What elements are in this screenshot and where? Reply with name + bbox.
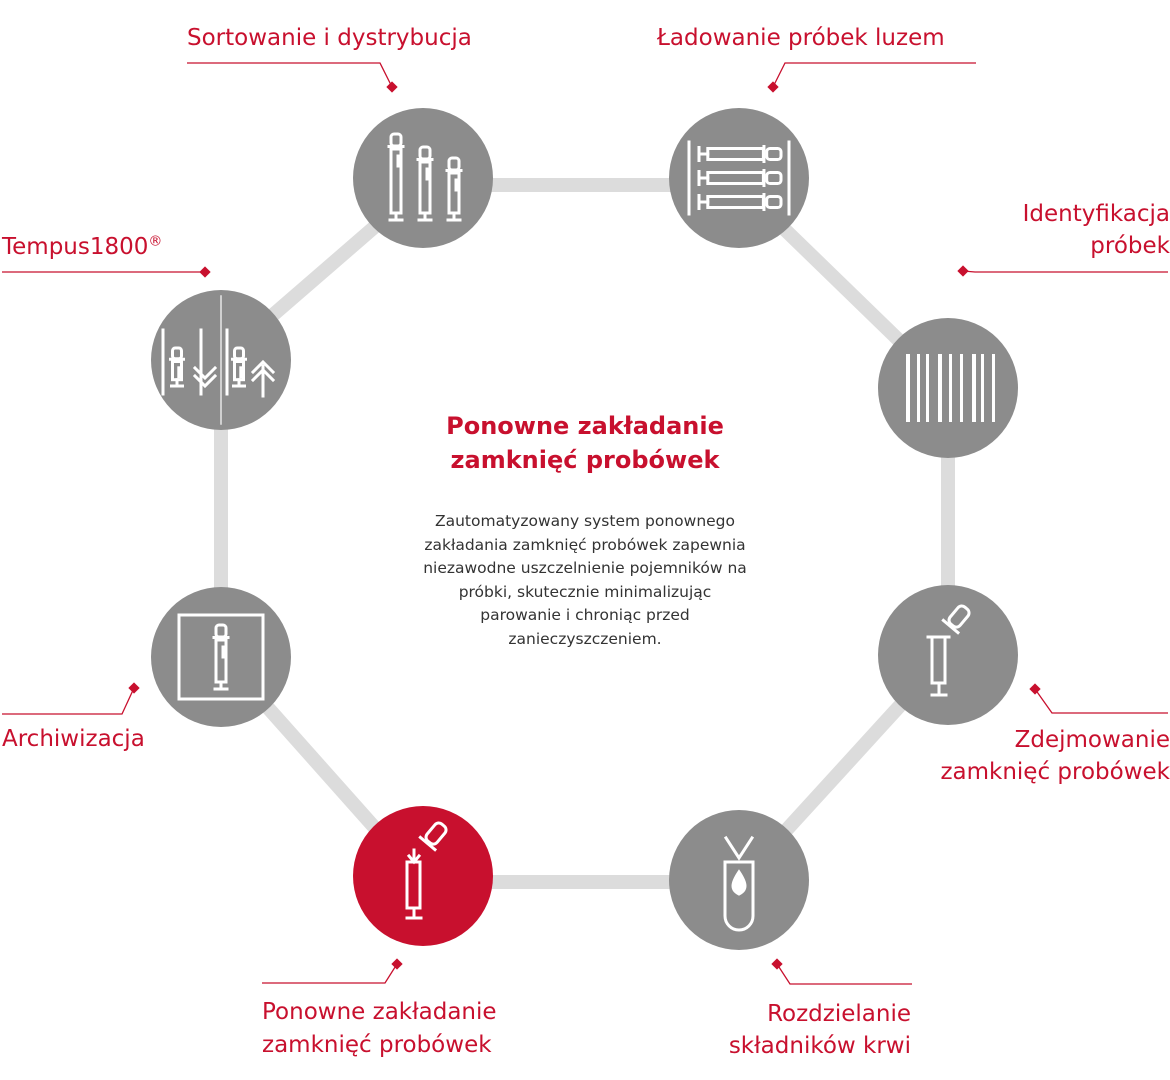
leader-dot-recapping <box>391 958 403 970</box>
label-bulk-loading-text: Ładowanie próbek luzem <box>657 25 945 51</box>
node-tempus[interactable] <box>151 290 291 430</box>
label-sorting-text: Sortowanie i dystrybucja <box>187 25 472 51</box>
node-recapping[interactable] <box>353 806 493 946</box>
node-decapping[interactable] <box>878 585 1018 725</box>
node-circle-identification <box>878 318 1018 458</box>
barcode-icon <box>906 354 995 422</box>
recapping-icon <box>405 821 448 920</box>
label-tempus-name: Tempus1800 <box>2 234 149 260</box>
label-leader-lines <box>2 62 1168 985</box>
leader-line-separation <box>776 963 912 985</box>
bulk-loading-icon <box>687 140 791 216</box>
node-sorting[interactable] <box>353 108 493 248</box>
decapping-icon <box>926 604 971 697</box>
label-identification-line2: próbek <box>1090 233 1170 259</box>
leader-dot-tempus <box>199 266 211 278</box>
leader-dot-identification <box>957 265 969 277</box>
node-separation[interactable] <box>669 810 809 950</box>
workflow-nodes <box>151 108 1018 950</box>
label-archiving-text: Archiwizacja <box>2 726 145 752</box>
leader-dot-archiving <box>128 682 140 694</box>
tempus-transport-icon <box>161 295 276 425</box>
sorting-tubes-icon <box>387 132 463 222</box>
label-recapping-line2: zamknięć probówek <box>262 1032 492 1058</box>
leader-dot-sorting <box>386 81 398 93</box>
leader-line-archiving <box>2 687 135 715</box>
label-decapping-line2: zamknięć probówek <box>940 759 1170 785</box>
label-recapping-line1: Ponowne zakładanie <box>262 999 497 1025</box>
center-title: Ponowne zakładanie zamknięć probówek <box>385 409 785 477</box>
node-circle-recapping <box>353 806 493 946</box>
center-title-line1: Ponowne zakładanie <box>446 412 724 440</box>
node-circle-sorting <box>353 108 493 248</box>
leader-dot-bulk-loading <box>767 81 779 93</box>
node-circle-bulk-loading <box>669 108 809 248</box>
label-separation-line1: Rozdzielanie <box>767 1001 911 1027</box>
leader-line-bulk-loading <box>772 62 976 88</box>
label-tempus-text: Tempus1800® <box>2 231 162 263</box>
node-circle-archiving <box>151 587 291 727</box>
node-bulk-loading[interactable] <box>669 108 809 248</box>
node-circle-decapping <box>878 585 1018 725</box>
leader-line-decapping <box>1034 688 1168 714</box>
blood-separation-icon <box>723 835 755 932</box>
center-description: Zautomatyzowany system ponownego zakłada… <box>423 512 747 648</box>
leader-line-sorting <box>187 62 393 88</box>
node-identification[interactable] <box>878 318 1018 458</box>
label-decapping-line1: Zdejmowanie <box>1014 727 1170 753</box>
leader-line-identification <box>962 270 1168 273</box>
node-archiving[interactable] <box>151 587 291 727</box>
center-title-line2: zamknięć probówek <box>450 446 720 474</box>
label-separation-line2: składników krwi <box>728 1033 911 1059</box>
label-identification-line1: Identyfikacja <box>1022 201 1170 227</box>
archiving-icon <box>177 613 265 701</box>
leader-dot-decapping <box>1029 683 1041 695</box>
registered-mark: ® <box>148 233 163 250</box>
leader-line-recapping <box>262 963 398 984</box>
leader-dot-separation <box>771 958 783 970</box>
